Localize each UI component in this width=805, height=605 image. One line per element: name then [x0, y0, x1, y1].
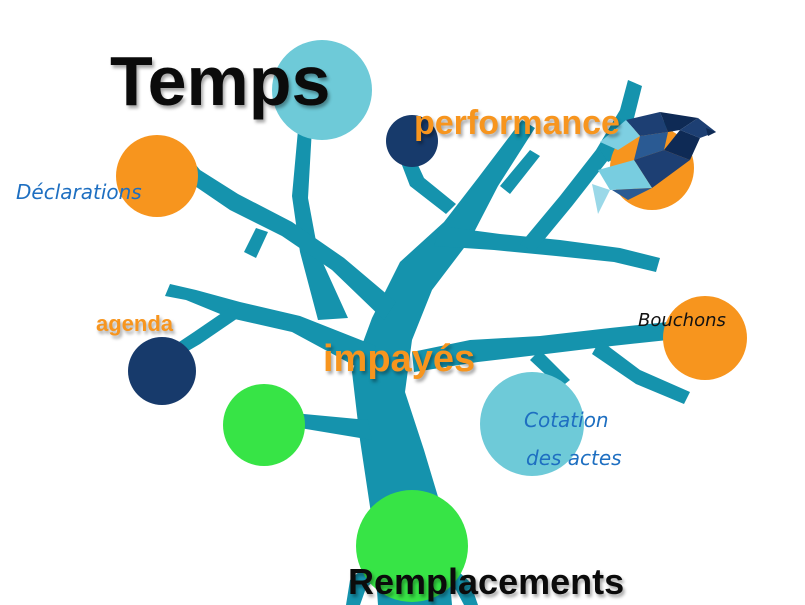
branch-left-twig	[170, 306, 238, 358]
circle-agenda-navy	[128, 337, 196, 405]
branch-top-center	[500, 150, 540, 194]
circle-bouchons-orange	[663, 296, 747, 380]
circle-performance-navy	[386, 115, 438, 167]
branch-left	[165, 284, 376, 372]
origami-bird-icon	[592, 112, 716, 214]
label-bouchons: Bouchons	[638, 310, 726, 331]
branch-right-droop	[530, 350, 570, 388]
branch-right-twig	[592, 340, 690, 404]
branch-navy-top	[400, 152, 456, 214]
branch-upper-right	[434, 226, 660, 272]
branch-upper-left	[176, 160, 396, 320]
circle-declarations-orange	[116, 135, 198, 217]
branch-upper-left-stub	[244, 228, 268, 258]
branch-top	[292, 128, 348, 320]
label-agenda: agenda	[96, 311, 174, 336]
circle-left-green	[223, 384, 305, 466]
branch-right-top	[520, 80, 642, 252]
label-declarations: Déclarations	[16, 180, 142, 204]
label-impayes: impayés	[323, 338, 476, 380]
title-temps: Temps	[110, 42, 331, 120]
label-remplacements: Remplacements	[348, 561, 625, 602]
trunk	[352, 120, 535, 605]
label-cotation-line1: Cotation	[524, 408, 609, 432]
circle-top-lightblue	[272, 40, 372, 140]
circle-bottom-green	[356, 490, 468, 602]
label-performance: performance	[414, 104, 620, 142]
label-cotation-line2: des actes	[526, 446, 622, 470]
branch-right	[412, 322, 702, 372]
circle-cotation-lightblue	[480, 372, 584, 476]
